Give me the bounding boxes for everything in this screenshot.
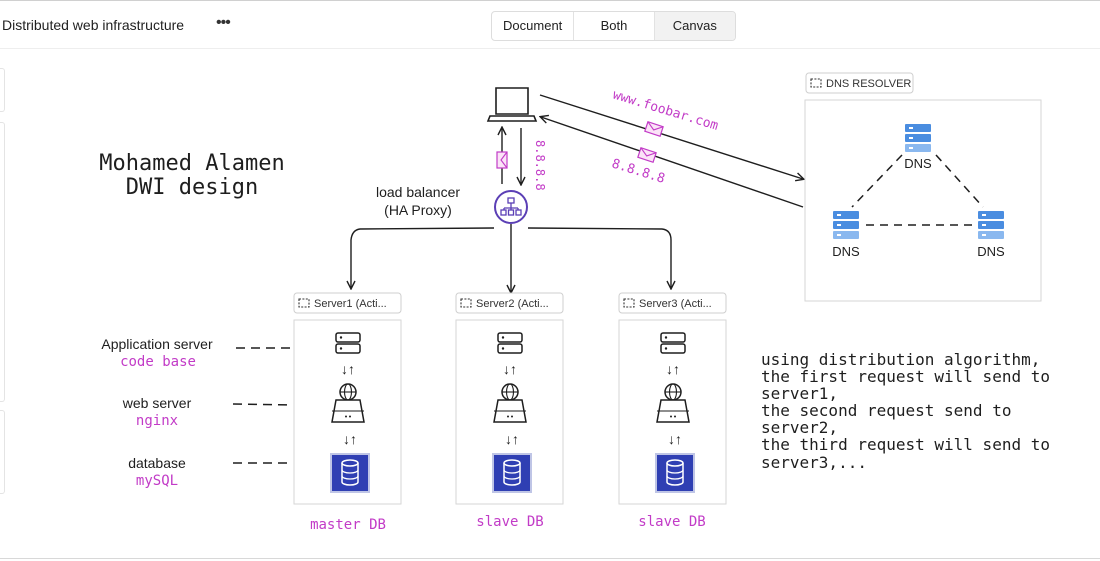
- view-canvas-button[interactable]: Canvas: [654, 12, 735, 40]
- side-panel-handle[interactable]: [0, 410, 5, 494]
- updown-arrows-icon: ↓↑: [343, 431, 357, 447]
- server2-tag[interactable]: [455, 292, 564, 314]
- dns-server-icon[interactable]: [905, 124, 931, 152]
- app-server-icon: [335, 332, 361, 354]
- web-server-icon: [656, 383, 690, 423]
- server3-tag[interactable]: [618, 292, 727, 314]
- laptop-icon[interactable]: [486, 87, 538, 122]
- layer-web-tech[interactable]: nginx: [136, 413, 178, 429]
- ip-return-label[interactable]: 8.8.8.8: [610, 156, 667, 186]
- note-line: using distribution algorithm,: [761, 350, 1040, 369]
- server3-label: Server3 (Acti...: [639, 298, 712, 310]
- dns-label-left: DNS: [832, 244, 860, 259]
- top-border: [0, 0, 1100, 1]
- more-options-icon[interactable]: •••: [216, 14, 231, 31]
- distribution-note[interactable]: using distribution algorithm, the first …: [761, 350, 1050, 472]
- server2-frame[interactable]: [455, 319, 564, 505]
- layer-app-name[interactable]: Application server: [101, 336, 213, 352]
- note-line: server2,: [761, 418, 838, 437]
- app-server-icon: [497, 332, 523, 354]
- lb-sublabel[interactable]: (HA Proxy): [384, 202, 452, 218]
- server3-group[interactable]: Server3 (Acti... ↓↑ ↓↑: [618, 292, 727, 505]
- app-server-icon: [660, 332, 686, 354]
- server1-tag[interactable]: [293, 292, 402, 314]
- database-icon: [330, 453, 370, 493]
- load-balancer-icon[interactable]: [494, 190, 528, 224]
- note-line: the first request will send to: [761, 367, 1050, 386]
- lb-label[interactable]: load balancer: [376, 184, 460, 200]
- dns-link: [935, 154, 984, 208]
- side-panel-handle[interactable]: [0, 122, 5, 402]
- header-bar: Distributed web infrastructure ••• Docum…: [0, 1, 1100, 49]
- response-envelope-icon: [637, 147, 657, 163]
- note-line: the second request send to: [761, 401, 1011, 420]
- updown-arrows-icon: ↓↑: [505, 431, 519, 447]
- bottom-border: [0, 558, 1100, 559]
- server3-db-label[interactable]: slave DB: [638, 514, 705, 530]
- database-icon: [492, 453, 532, 493]
- request-envelope-icon: [644, 121, 664, 137]
- dns-server-icon[interactable]: [978, 211, 1004, 239]
- diagram-title[interactable]: Mohamed Alamen: [99, 151, 284, 176]
- layer-web-name[interactable]: web server: [122, 395, 192, 411]
- diagram-subtitle[interactable]: DWI design: [126, 175, 258, 200]
- dns-server-icon[interactable]: [833, 211, 859, 239]
- request-to-dns-arrow[interactable]: [539, 94, 803, 179]
- domain-label[interactable]: www.foobar.com: [611, 87, 720, 133]
- note-line: server3,...: [761, 453, 867, 472]
- view-switcher: Document Both Canvas: [491, 11, 736, 41]
- updown-arrows-icon: ↓↑: [668, 431, 682, 447]
- note-line: the third request will send to: [761, 435, 1050, 454]
- view-document-button[interactable]: Document: [492, 12, 575, 40]
- server3-frame[interactable]: [618, 319, 727, 505]
- dns-response-arrow[interactable]: [541, 117, 804, 208]
- vertical-envelope-icon: [496, 151, 508, 169]
- dns-label-right: DNS: [977, 244, 1005, 259]
- server1-db-label[interactable]: master DB: [310, 517, 386, 533]
- server2-db-label[interactable]: slave DB: [476, 514, 543, 530]
- layer-db-tech[interactable]: mySQL: [136, 473, 178, 489]
- server2-label: Server2 (Acti...: [476, 298, 549, 310]
- updown-arrows-icon: ↓↑: [341, 361, 355, 377]
- lb-to-server3-arrow[interactable]: [527, 227, 671, 288]
- updown-arrows-icon: ↓↑: [503, 361, 517, 377]
- web-server-icon: [331, 383, 365, 423]
- note-line: server1,: [761, 384, 838, 403]
- view-both-button[interactable]: Both: [574, 12, 655, 40]
- server1-group[interactable]: Server1 (Acti... ↓↑ ↓↑: [293, 292, 402, 505]
- dns-label-top: DNS: [904, 156, 932, 171]
- ip-vertical-label[interactable]: 8.8.8.8: [533, 140, 547, 191]
- layer-web-connector: [232, 403, 292, 406]
- database-icon: [655, 453, 695, 493]
- dns-resolver-tag[interactable]: [805, 72, 914, 94]
- server2-group[interactable]: Server2 (Acti... ↓↑ ↓↑: [455, 292, 564, 505]
- server1-label: Server1 (Acti...: [314, 298, 387, 310]
- layer-app-tech[interactable]: code base: [120, 354, 196, 370]
- lb-to-server1-arrow[interactable]: [351, 227, 495, 288]
- side-panel-handle[interactable]: [0, 68, 5, 112]
- server1-frame[interactable]: [293, 319, 402, 505]
- dns-resolver-frame[interactable]: [804, 99, 1042, 302]
- document-title[interactable]: Distributed web infrastructure: [2, 17, 185, 33]
- dns-link: [851, 154, 903, 208]
- dns-resolver-label: DNS RESOLVER: [826, 78, 911, 90]
- updown-arrows-icon: ↓↑: [666, 361, 680, 377]
- layer-db-name[interactable]: database: [128, 455, 186, 471]
- web-server-icon: [493, 383, 527, 423]
